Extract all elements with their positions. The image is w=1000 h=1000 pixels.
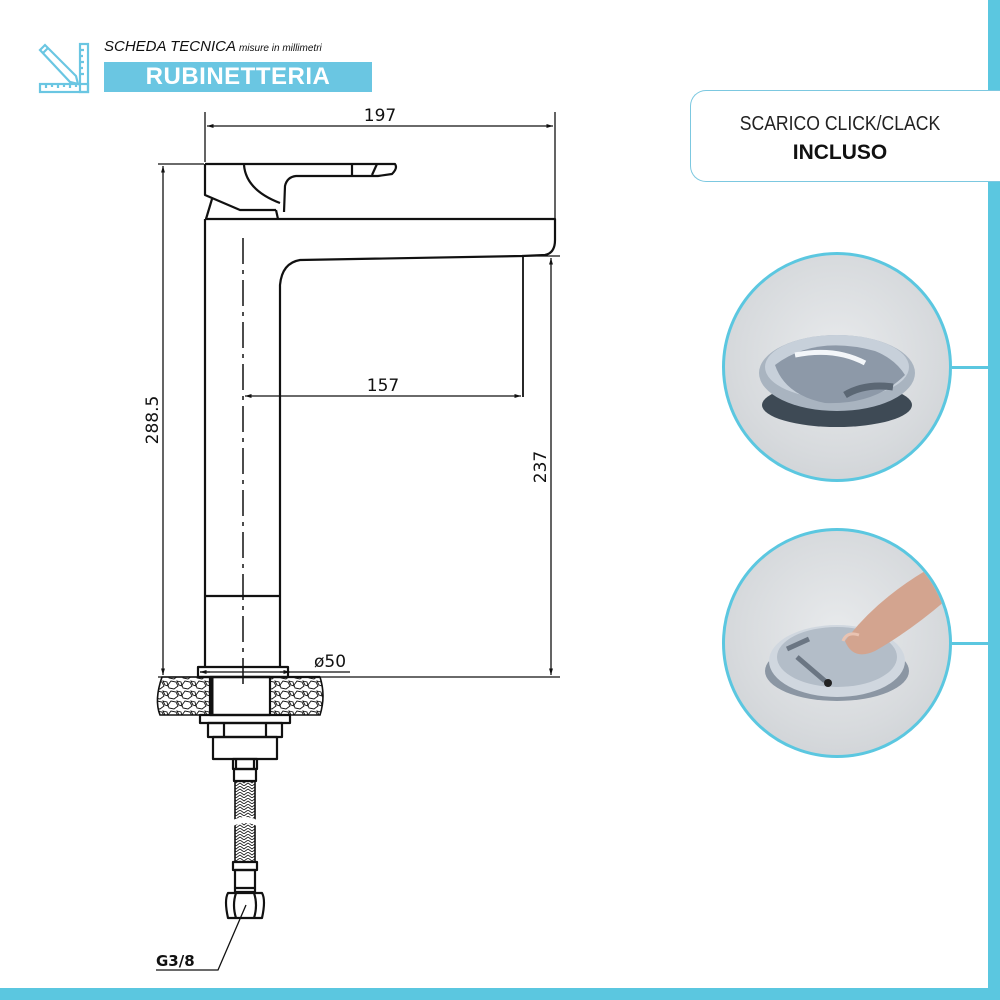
accent-bar-bottom <box>0 988 1000 1000</box>
dim-overall-height: 288.5 <box>143 396 163 445</box>
ruler-pencil-icon <box>38 42 90 94</box>
accent-bar-right <box>988 0 1000 1000</box>
drain-photo-closed <box>722 252 952 482</box>
dim-spout-reach: 157 <box>367 376 399 396</box>
dim-base-diameter: ø50 <box>314 652 346 672</box>
units-note: misure in millimetri <box>238 43 322 54</box>
drain-included-callout: SCARICO CLICK/CLACK INCLUSO <box>690 90 1000 182</box>
category-band: RUBINETTERIA <box>104 62 372 92</box>
dim-connection-thread: G3/8 <box>156 952 195 970</box>
drain-plug-finger-photo <box>765 571 945 701</box>
callout-line2: INCLUSO <box>792 141 888 164</box>
title-text: SCHEDA TECNICA <box>104 38 236 55</box>
connector-line-2 <box>952 642 988 645</box>
dim-spout-height: 237 <box>531 451 551 483</box>
drain-photo-pressed <box>722 528 952 758</box>
dim-overall-width: 197 <box>364 106 396 126</box>
connector-line-1 <box>952 366 988 369</box>
drain-plug-photo <box>759 335 915 427</box>
callout-line1: SCARICO CLICK/CLACK <box>739 113 941 135</box>
